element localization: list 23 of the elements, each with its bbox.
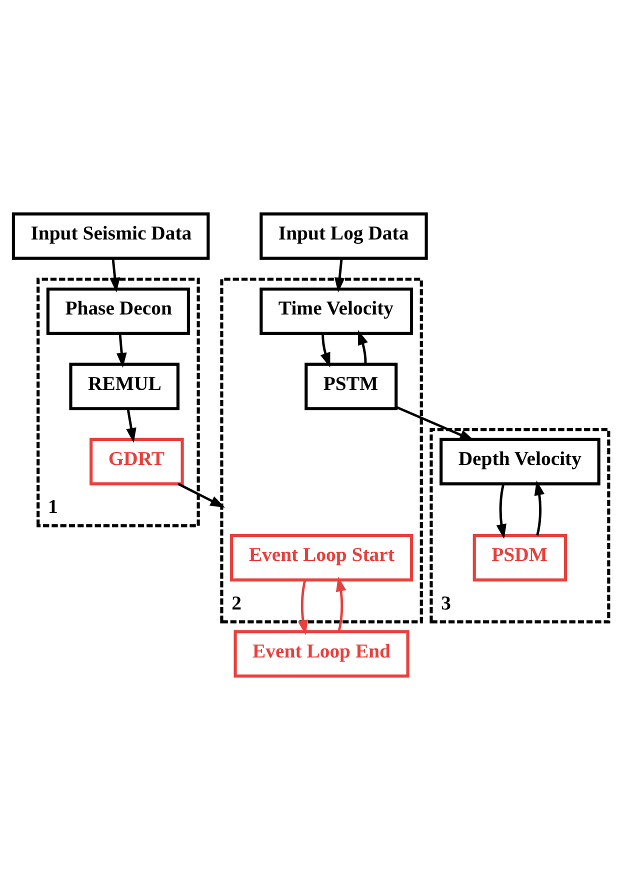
node-box: Input Log Data — [260, 212, 428, 260]
node-box: Input Seismic Data — [12, 212, 210, 260]
node-box: Event Loop End — [234, 630, 410, 678]
node-box: Event Loop Start — [230, 534, 414, 582]
node-box: Time Velocity — [260, 288, 414, 336]
node-box: Phase Decon — [46, 288, 190, 336]
arrow — [298, 580, 308, 636]
arrow — [116, 333, 127, 368]
arrow — [358, 330, 368, 364]
node-box: REMUL — [69, 362, 180, 410]
node-box: PSDM — [472, 534, 568, 582]
arrow — [320, 334, 330, 368]
arrow — [396, 406, 474, 441]
arrow — [178, 482, 226, 508]
arrow — [126, 408, 136, 443]
node-box: Depth Velocity — [440, 438, 600, 486]
arrow — [110, 258, 120, 293]
arrow — [334, 258, 345, 293]
arrow — [336, 576, 346, 632]
arrow — [496, 484, 506, 540]
node-box: GDRT — [90, 438, 184, 486]
node-box: PSTM — [304, 362, 398, 410]
arrow — [534, 480, 545, 536]
